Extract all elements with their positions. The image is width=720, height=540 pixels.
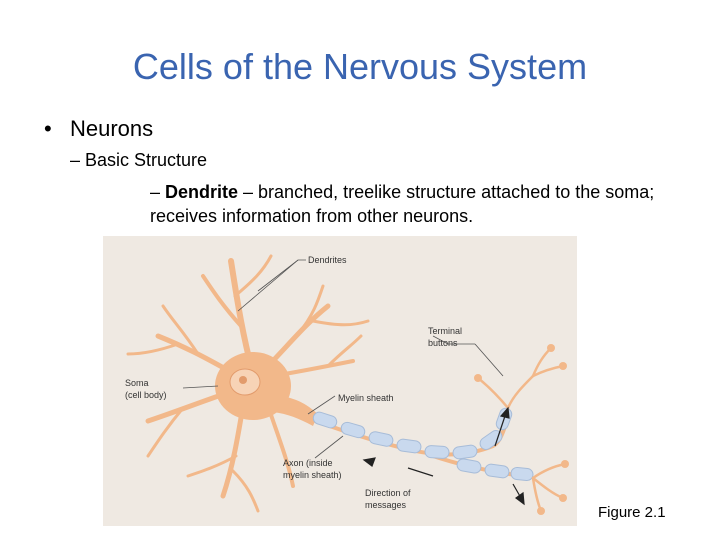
bullet-dendrite: – Dendrite – branched, treelike structur… bbox=[150, 180, 670, 228]
label-terminal-1: Terminal bbox=[428, 326, 462, 336]
bullet-dash: – bbox=[150, 182, 166, 202]
dendrite-term: Dendrite bbox=[165, 182, 239, 202]
myelin-segments bbox=[312, 407, 534, 482]
label-dendrites: Dendrites bbox=[308, 255, 347, 265]
label-terminal-2: buttons bbox=[428, 338, 458, 348]
label-direction-1: Direction of bbox=[365, 488, 411, 498]
neuron-illustration: Dendrites Terminal buttons Soma (cell bo… bbox=[103, 236, 577, 526]
figure-caption: Figure 2.1 bbox=[598, 504, 666, 521]
bullet-neurons: • Neurons bbox=[44, 116, 153, 142]
label-axon-1: Axon (inside bbox=[283, 458, 333, 468]
neuron-figure: Dendrites Terminal buttons Soma (cell bo… bbox=[103, 236, 577, 526]
label-direction-2: messages bbox=[365, 500, 407, 510]
bullet-icon: • bbox=[44, 116, 52, 141]
label-axon-2: myelin sheath) bbox=[283, 470, 342, 480]
nucleolus bbox=[239, 376, 247, 384]
dendrite-definition: – branched, treelike structure attached … bbox=[150, 182, 655, 226]
label-myelin: Myelin sheath bbox=[338, 393, 394, 403]
label-soma-1: Soma bbox=[125, 378, 149, 388]
slide-title: Cells of the Nervous System bbox=[132, 46, 588, 87]
leader-lines bbox=[182, 259, 504, 459]
terminal-button-dots bbox=[474, 344, 569, 515]
bullet-neurons-text: Neurons bbox=[70, 116, 154, 141]
label-soma-2: (cell body) bbox=[125, 390, 167, 400]
figure-background bbox=[103, 236, 577, 526]
bullet-basic-structure: – Basic Structure bbox=[70, 150, 208, 170]
direction-arrows bbox=[362, 406, 525, 506]
axon-hillock bbox=[273, 396, 318, 426]
